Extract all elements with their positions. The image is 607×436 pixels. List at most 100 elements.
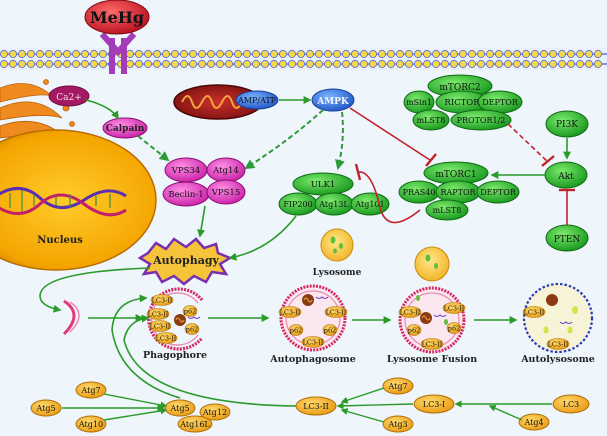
lipid-head [423,50,431,58]
lipid-head [414,50,422,58]
lipid-head [207,50,215,58]
lipid-head [522,50,530,58]
ampk-node: AMPK [311,88,355,112]
lipid-head [198,50,206,58]
pi3k-label: PI3K [556,120,578,130]
atg5-label-complex: Atg5 [169,404,189,413]
lipid-head [261,60,269,68]
lipid-head [243,60,251,68]
vps15-label: VPS15 [211,188,241,198]
protor-label: PROTOR1/2 [457,116,506,125]
autolysosome-lc3ii-b-label: LC3-II [548,341,569,349]
lipid-head [315,60,323,68]
autophagosome-p62-b-pill [322,324,338,336]
fusion-lc3ii-b-label: LC3-II [444,305,465,313]
fip200-label: FIP200 [283,200,312,209]
lipid-head [585,60,593,68]
lipid-head [504,50,512,58]
lipid-head [576,60,584,68]
lipid-head [540,60,548,68]
fusion-lc3ii-b-pill [442,302,466,314]
nucleus-label: Nucleus [37,235,83,246]
autolysosome-lc3ii-b-pill [546,338,570,350]
mitochondrion: AMP/ATP [173,84,279,120]
lipid-head [99,60,107,68]
lipid-head [342,60,350,68]
lipid-head [270,60,278,68]
phagophore-lc3ii-d-label: LC3-II [156,335,177,343]
lipid-head [585,50,593,58]
lipid-head [387,50,395,58]
lipid-head [567,60,575,68]
lipid-head [252,50,260,58]
fusion-p62-a-pill [406,324,422,336]
lipid-head [324,50,332,58]
lipid-head [144,60,152,68]
lipid-head [468,50,476,58]
lysosome-fusion-label: Lysosome Fusion [387,354,477,365]
fusion-p62-b-label: p62 [448,325,460,333]
atg5-label-left: Atg5 [35,404,55,413]
lipid-head [351,60,359,68]
fusion-lc3ii-a-pill [398,306,422,318]
autolysosome-lc3ii-a-label: LC3-II [524,309,545,317]
lipid-head [441,60,449,68]
lc3i-label: LC3-I [423,400,445,409]
autolysosome-stage: LC3-II LC3-II [522,282,594,354]
autophagy-burst: Autophagy [137,237,233,286]
lipid-head [468,60,476,68]
lipid-head [576,50,584,58]
lipid-head [396,50,404,58]
calpain-label: Calpain [106,124,145,134]
lipid-head [252,60,260,68]
lipid-head [306,60,314,68]
cell-membrane [0,48,607,70]
pathway-arrows [39,96,575,423]
lipid-head [63,60,71,68]
lipid-head [522,60,530,68]
lipid-head [297,60,305,68]
lipid-head [180,60,188,68]
lipid-head [504,60,512,68]
lipid-head [531,60,539,68]
phagophore-lc3ii-d-pill [154,332,178,344]
lipid-head [360,50,368,58]
lipid-head [378,50,386,58]
lipid-head [189,50,197,58]
fusion-lc3ii-c-label: LC3-II [422,341,443,349]
fusing-lysosome [414,246,450,282]
lipid-head [135,60,143,68]
fusion-p62-a-label: p62 [408,327,420,335]
lipid-head [432,50,440,58]
lipid-head [189,60,197,68]
atg16l-label: Atg16L [179,420,210,429]
lipid-head [594,50,602,58]
lipid-head [414,60,422,68]
lipid-head [0,60,8,68]
lipid-head [486,60,494,68]
atg13l-label: Atg13L [318,200,349,209]
mtorc1-label: mTORC1 [435,170,476,180]
lipid-head [27,60,35,68]
mtorc2-complex: mTORC2 mSin1 RICTOR DEPTOR mLST8 PROTOR1… [403,74,523,131]
phagophore-lc3ii-a-label: LC3-II [152,297,173,305]
autophagosome-p62-b-label: p62 [324,327,336,335]
autophagy-label: Autophagy [152,254,219,267]
atg12-label: Atg12 [202,408,227,417]
lipid-head [333,50,341,58]
lipid-head [369,60,377,68]
akt-node: Akt [544,161,588,189]
lipid-head [135,50,143,58]
lipid-head [279,50,287,58]
mehg-label: MeHg [90,8,144,27]
lipid-head [144,50,152,58]
lipid-head [27,50,35,58]
autophagosome-lc3ii-b-pill [324,306,348,318]
phagophore-lc3ii-b-label: LC3-II [148,311,169,319]
deptor-label-mtorc2: DEPTOR [482,98,519,107]
lipid-head [207,60,215,68]
lipid-head [351,50,359,58]
atg14-label: Atg14 [212,166,239,176]
